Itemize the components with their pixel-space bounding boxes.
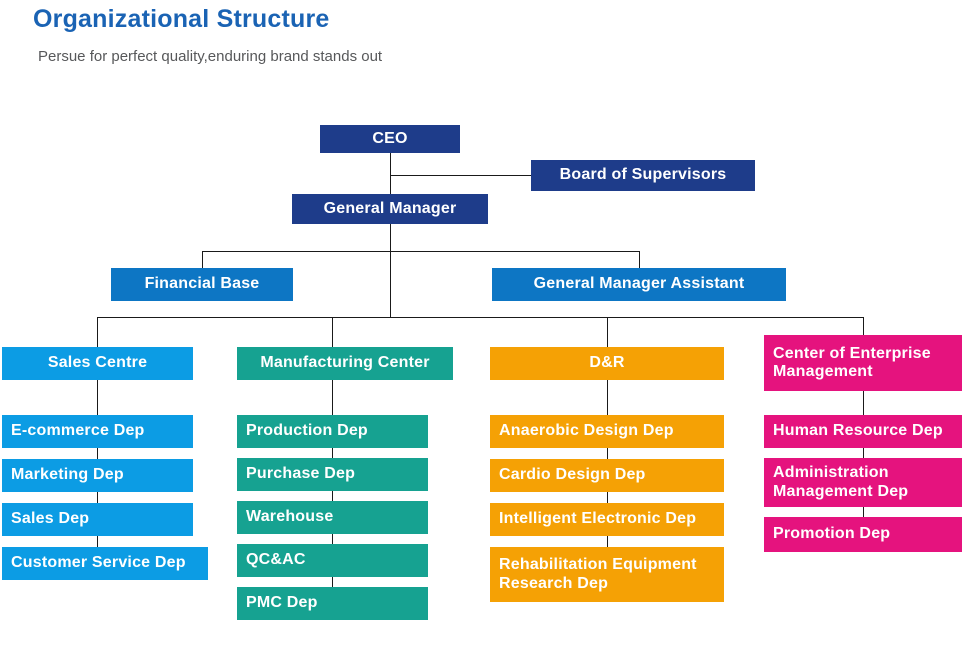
- connector-drop-financial-base: [202, 251, 203, 268]
- node-cardio-design-dep: Cardio Design Dep: [490, 459, 724, 492]
- node-board-of-supervisors: Board of Supervisors: [531, 160, 755, 191]
- connector-ceo-gm: [390, 153, 391, 195]
- node-ceo: CEO: [320, 125, 460, 153]
- connector-drop-sales: [97, 317, 98, 347]
- node-general-manager-assistant: General Manager Assistant: [492, 268, 786, 301]
- node-center-of-enterprise-management: Center of Enterprise Management: [764, 335, 962, 391]
- node-warehouse: Warehouse: [237, 501, 428, 534]
- node-ecommerce-dep: E-commerce Dep: [2, 415, 193, 448]
- node-customer-service-dep: Customer Service Dep: [2, 547, 208, 580]
- node-purchase-dep: Purchase Dep: [237, 458, 428, 491]
- node-administration-management-dep: Administration Management Dep: [764, 458, 962, 507]
- node-rehabilitation-equipment-research-dep: Rehabilitation Equipment Research Dep: [490, 547, 724, 602]
- connector-drop-enterprise: [863, 317, 864, 335]
- connector-level2-branch: [202, 251, 639, 252]
- node-qc-ac: QC&AC: [237, 544, 428, 577]
- connector-drop-dr: [607, 317, 608, 347]
- node-promotion-dep: Promotion Dep: [764, 517, 962, 552]
- connector-level3-branch: [97, 317, 863, 318]
- node-sales-centre: Sales Centre: [2, 347, 193, 380]
- node-intelligent-electronic-dep: Intelligent Electronic Dep: [490, 503, 724, 536]
- node-marketing-dep: Marketing Dep: [2, 459, 193, 492]
- node-dr: D&R: [490, 347, 724, 380]
- page-title: Organizational Structure: [33, 5, 330, 33]
- node-sales-dep: Sales Dep: [2, 503, 193, 536]
- node-production-dep: Production Dep: [237, 415, 428, 448]
- connector-gm-trunk: [390, 224, 391, 317]
- node-financial-base: Financial Base: [111, 268, 293, 301]
- connector-drop-gm-assistant: [639, 251, 640, 268]
- connector-drop-manufacturing: [332, 317, 333, 347]
- node-anaerobic-design-dep: Anaerobic Design Dep: [490, 415, 724, 448]
- node-pmc-dep: PMC Dep: [237, 587, 428, 620]
- node-manufacturing-center: Manufacturing Center: [237, 347, 453, 380]
- node-human-resource-dep: Human Resource Dep: [764, 415, 962, 448]
- node-general-manager: General Manager: [292, 194, 488, 224]
- page-subtitle: Persue for perfect quality,enduring bran…: [38, 48, 383, 65]
- connector-board-branch: [390, 175, 531, 176]
- spine-enterprise-column: [863, 391, 864, 517]
